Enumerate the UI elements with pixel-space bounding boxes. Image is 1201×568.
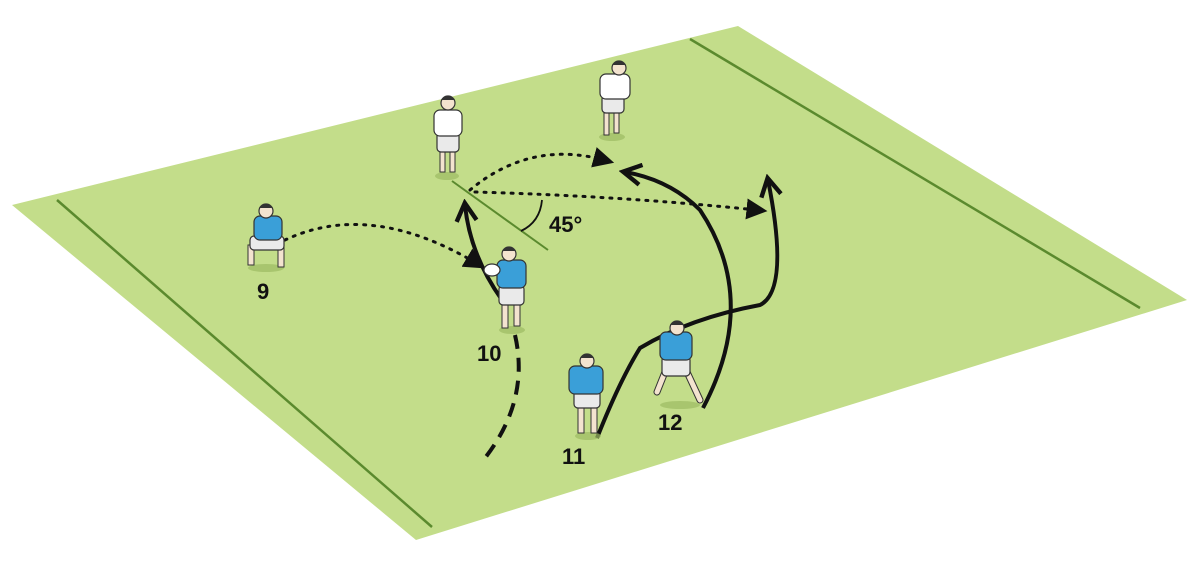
run-10 (465, 205, 504, 302)
angle-label: 45° (549, 212, 582, 237)
pitch (12, 26, 1187, 540)
player-9-number: 9 (257, 279, 269, 304)
pitch-line-left (56, 199, 433, 528)
gain-line-reference (451, 180, 549, 251)
pass-10-wide (473, 190, 768, 220)
pitch-line-right (689, 37, 1141, 310)
attacker-player-12 (653, 320, 704, 409)
pass-9-to-10 (283, 222, 486, 269)
run-12 (625, 172, 733, 409)
attacker-player-11 (568, 353, 604, 440)
player-12-number: 12 (658, 410, 682, 435)
defender-player-left (433, 95, 463, 180)
approach-path-10 (483, 334, 521, 460)
angle-arc (520, 199, 543, 232)
run-11 (595, 180, 777, 439)
defender-player-right (599, 60, 631, 141)
pass-10-short (468, 147, 615, 192)
attacker-player-10 (483, 246, 527, 334)
player-10-number: 10 (477, 341, 501, 366)
player-11-number: 11 (562, 444, 585, 469)
attacker-player-9 (247, 203, 285, 272)
